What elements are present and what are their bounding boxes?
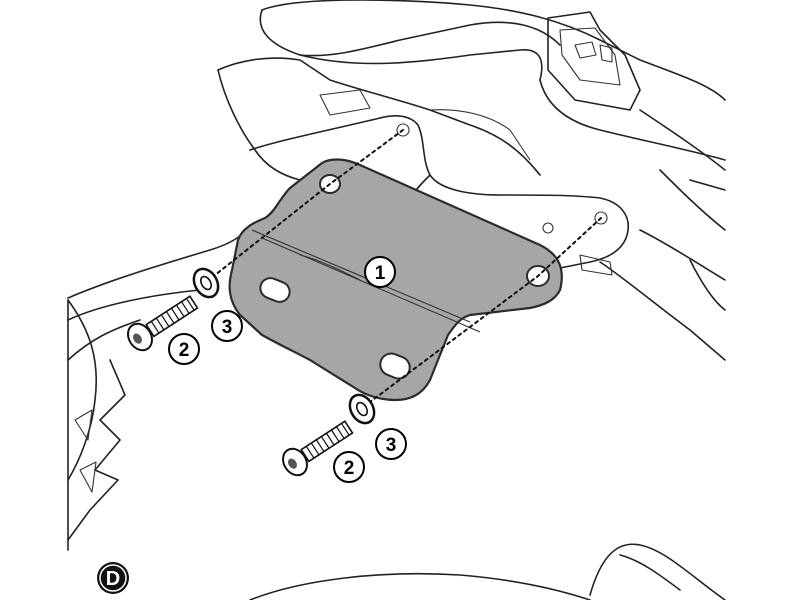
step-badge: D (97, 562, 129, 594)
callout-label: 2 (344, 458, 355, 479)
alignment-guides (204, 129, 602, 409)
step-label: D (106, 568, 120, 590)
callout-2-bolt-upper: 2 (168, 333, 200, 365)
callout-3-washer-lower: 3 (375, 428, 407, 460)
bolt-upper (127, 295, 199, 352)
washer-lower (348, 393, 376, 425)
callout-label: 1 (375, 263, 386, 284)
bolt-lower (282, 420, 354, 477)
callout-2-bolt-lower: 2 (333, 451, 365, 483)
callout-1-bracket: 1 (364, 256, 396, 288)
callout-label: 3 (386, 435, 397, 456)
callout-3-washer-upper: 3 (211, 310, 243, 342)
support-bracket-plate (228, 158, 563, 402)
washer-upper (192, 267, 220, 299)
callout-label: 3 (222, 317, 233, 338)
callout-label: 2 (179, 340, 190, 361)
